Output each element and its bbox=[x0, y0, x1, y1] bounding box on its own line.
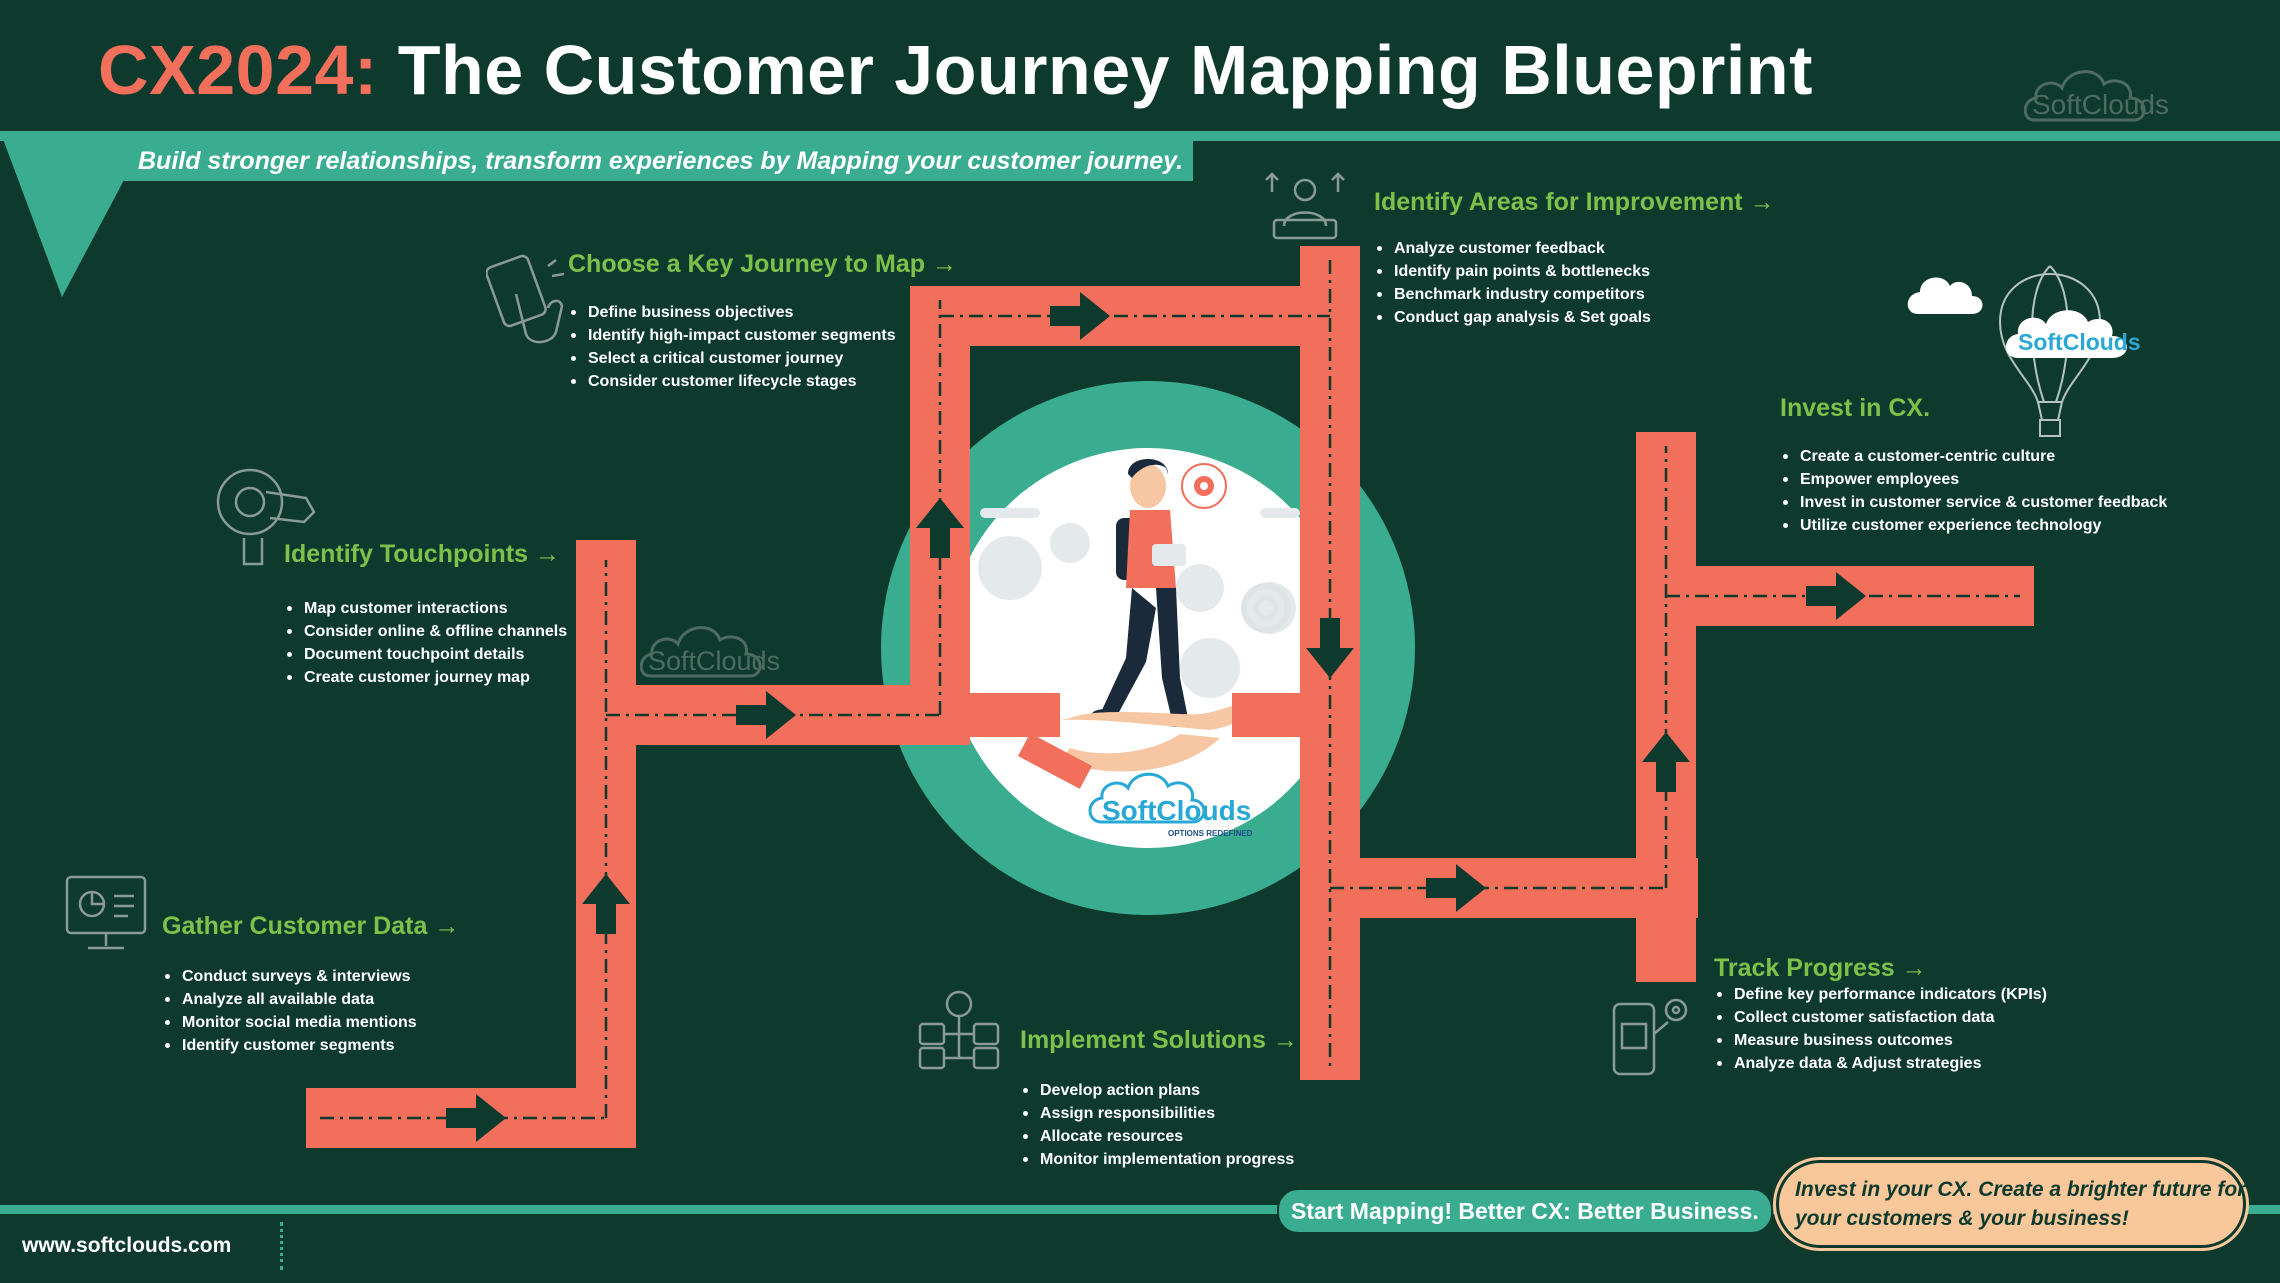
list-item: Conduct gap analysis & Set goals bbox=[1374, 306, 1775, 329]
step-items: Define business objectives Identify high… bbox=[568, 301, 957, 393]
step-title: Gather Customer Data → bbox=[162, 912, 460, 940]
cta-invest-banner: Invest in your CX. Create a brighter fut… bbox=[1776, 1160, 2246, 1248]
step-identify-touchpoints: Identify Touchpoints → Map customer inte… bbox=[284, 540, 567, 689]
step-items: Create a customer-centric culture Empowe… bbox=[1780, 445, 2167, 537]
list-item: Invest in customer service & customer fe… bbox=[1780, 491, 2167, 514]
step-choose-key-journey: Choose a Key Journey to Map → Define bus… bbox=[568, 250, 957, 393]
list-item: Analyze customer feedback bbox=[1374, 237, 1775, 260]
step-invest-in-cx: Invest in CX. Create a customer-centric … bbox=[1780, 394, 2167, 537]
cta-start-mapping: Start Mapping! Better CX: Better Busines… bbox=[1277, 1188, 1773, 1234]
balloon-logo-text: SoftClouds bbox=[2018, 329, 2141, 355]
subtitle: Build stronger relationships, transform … bbox=[124, 141, 1194, 181]
list-item: Create a customer-centric culture bbox=[1780, 445, 2167, 468]
hot-air-balloon-icon: SoftClouds bbox=[1907, 265, 2141, 437]
list-item: Assign responsibilities bbox=[1020, 1102, 1298, 1125]
step-implement-solutions: Implement Solutions → Develop action pla… bbox=[1020, 1026, 1298, 1171]
footer-band bbox=[0, 1205, 2280, 1214]
list-item: Define key performance indicators (KPIs) bbox=[1714, 983, 2047, 1006]
logo-header-text: SoftClouds bbox=[2032, 89, 2169, 120]
step-title: Implement Solutions → bbox=[1020, 1026, 1298, 1054]
step-items: Analyze customer feedback Identify pain … bbox=[1374, 237, 1775, 329]
step-items: Conduct surveys & interviews Analyze all… bbox=[162, 965, 459, 1057]
step-title: Invest in CX. bbox=[1780, 394, 1931, 422]
list-item: Collect customer satisfaction data bbox=[1714, 1006, 2047, 1029]
footer-divider bbox=[280, 1222, 283, 1270]
monitor-chart-icon bbox=[65, 875, 147, 950]
list-item: Document touchpoint details bbox=[284, 643, 567, 666]
list-item: Allocate resources bbox=[1020, 1125, 1298, 1148]
watermark-logo-text: SoftClouds bbox=[648, 646, 780, 676]
step-items: Develop action plans Assign responsibili… bbox=[1020, 1079, 1298, 1171]
cta-line-1: Invest in your CX. Create a brighter fut… bbox=[1795, 1178, 2246, 1201]
step-items: Define key performance indicators (KPIs)… bbox=[1714, 983, 2047, 1075]
corner-triangle bbox=[0, 131, 150, 297]
list-item: Identify high-impact customer segments bbox=[568, 324, 957, 347]
list-item: Define business objectives bbox=[568, 301, 957, 324]
center-logo-tagline: OPTIONS REDEFINED bbox=[1168, 829, 1253, 838]
page-title: CX2024: The Customer Journey Mapping Blu… bbox=[98, 30, 1813, 110]
step-title: Choose a Key Journey to Map → bbox=[568, 250, 957, 278]
list-item: Benchmark industry competitors bbox=[1374, 283, 1775, 306]
title-text: The Customer Journey Mapping Blueprint bbox=[397, 31, 1813, 109]
list-item: Utilize customer experience technology bbox=[1780, 514, 2167, 537]
step-title: Identify Areas for Improvement → bbox=[1374, 188, 1775, 216]
header-band bbox=[0, 131, 2280, 141]
title-brand: CX2024: bbox=[98, 31, 378, 109]
list-item: Identify pain points & bottlenecks bbox=[1374, 260, 1775, 283]
touchpoint-hand-icon bbox=[216, 468, 316, 566]
center-illustration: SoftClouds OPTIONS REDEFINED bbox=[881, 381, 1415, 915]
list-item: Map customer interactions bbox=[284, 597, 567, 620]
list-item: Consider online & offline channels bbox=[284, 620, 567, 643]
list-item: Analyze all available data bbox=[162, 988, 459, 1011]
list-item: Empower employees bbox=[1780, 468, 2167, 491]
list-item: Analyze data & Adjust strategies bbox=[1714, 1052, 2047, 1075]
list-item: Develop action plans bbox=[1020, 1079, 1298, 1102]
tap-hand-icon bbox=[486, 254, 565, 344]
list-item: Conduct surveys & interviews bbox=[162, 965, 459, 988]
cta-line-2: your customers & your business! bbox=[1795, 1207, 2129, 1230]
list-item: Monitor social media mentions bbox=[162, 1011, 459, 1034]
step-identify-areas-improvement: Identify Areas for Improvement → Analyze… bbox=[1374, 188, 1775, 329]
step-title: Track Progress → bbox=[1714, 954, 1927, 982]
step-title: Identify Touchpoints → bbox=[284, 540, 560, 568]
list-item: Select a critical customer journey bbox=[568, 347, 957, 370]
list-item: Measure business outcomes bbox=[1714, 1029, 2047, 1052]
step-track-progress: Track Progress → Define key performance … bbox=[1714, 954, 2047, 1075]
list-item: Consider customer lifecycle stages bbox=[568, 370, 957, 393]
list-item: Monitor implementation progress bbox=[1020, 1148, 1298, 1171]
mobile-tracking-icon bbox=[1612, 998, 1688, 1076]
center-logo-text: SoftClouds bbox=[1102, 795, 1251, 826]
softclouds-logo-header-icon: SoftClouds bbox=[2024, 70, 2169, 122]
list-item: Identify customer segments bbox=[162, 1034, 459, 1057]
website-link[interactable]: www.softclouds.com bbox=[22, 1234, 232, 1257]
improvement-person-icon bbox=[1265, 172, 1345, 240]
step-gather-customer-data: Gather Customer Data → Conduct surveys &… bbox=[162, 912, 459, 1057]
list-item: Create customer journey map bbox=[284, 666, 567, 689]
flowchart-icon bbox=[918, 990, 1000, 1070]
step-items: Map customer interactions Consider onlin… bbox=[284, 597, 567, 689]
softclouds-watermark-icon: SoftClouds bbox=[640, 626, 780, 678]
